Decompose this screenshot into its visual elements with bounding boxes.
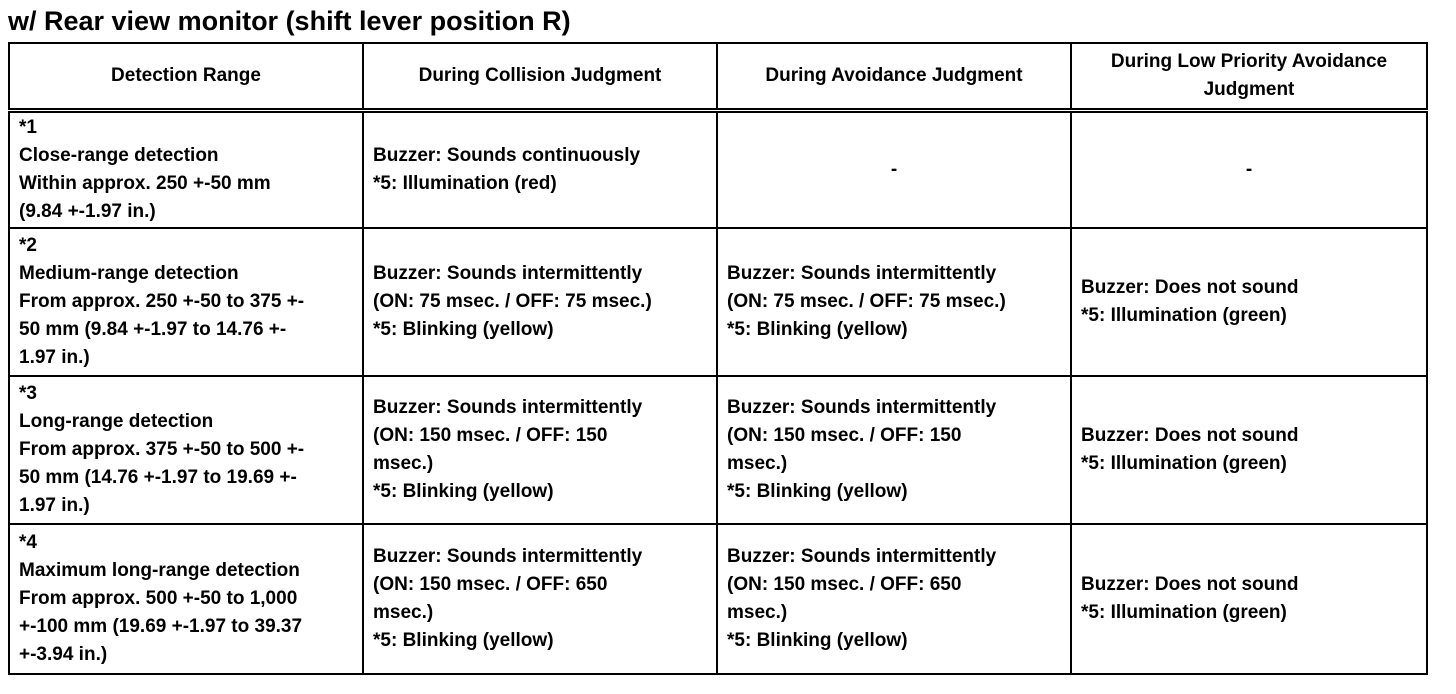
timing-text: (ON: 75 msec. / OFF: 75 msec.) bbox=[373, 291, 652, 312]
range-text: (9.84 +-1.97 in.) bbox=[19, 201, 156, 222]
avoidance-cell: Buzzer: Sounds intermittently (ON: 75 ms… bbox=[716, 227, 1072, 377]
range-cell: *4 Maximum long-range detection From app… bbox=[8, 523, 364, 675]
avoidance-cell: - bbox=[716, 109, 1072, 229]
timing-text: msec.) bbox=[727, 453, 788, 474]
timing-text: msec.) bbox=[373, 602, 434, 623]
low-priority-cell: Buzzer: Does not sound *5: Illumination … bbox=[1070, 227, 1428, 377]
header-detection-range: Detection Range bbox=[8, 42, 364, 113]
buzzer-text: Buzzer: Does not sound bbox=[1081, 277, 1299, 298]
range-text: From approx. 375 +-50 to 500 +- bbox=[19, 439, 305, 460]
range-cell: *1 Close-range detection Within approx. … bbox=[8, 109, 364, 229]
collision-cell: Buzzer: Sounds intermittently (ON: 75 ms… bbox=[362, 227, 718, 377]
range-id: *1 bbox=[19, 117, 37, 138]
range-id: *4 bbox=[19, 532, 37, 553]
range-text: From approx. 500 +-50 to 1,000 bbox=[19, 588, 298, 609]
timing-text: (ON: 150 msec. / OFF: 150 bbox=[373, 425, 608, 446]
timing-text: (ON: 150 msec. / OFF: 150 bbox=[727, 425, 962, 446]
timing-text: (ON: 150 msec. / OFF: 650 bbox=[727, 574, 962, 595]
indicator-text: *5: Blinking (yellow) bbox=[373, 481, 554, 502]
indicator-text: *5: Illumination (green) bbox=[1081, 453, 1287, 474]
range-id: *3 bbox=[19, 383, 37, 404]
indicator-text: *5: Illumination (green) bbox=[1081, 602, 1287, 623]
timing-text: msec.) bbox=[373, 453, 434, 474]
table-row: *2 Medium-range detection From approx. 2… bbox=[8, 227, 1428, 377]
buzzer-text: Buzzer: Does not sound bbox=[1081, 574, 1299, 595]
collision-cell: Buzzer: Sounds continuously *5: Illumina… bbox=[362, 109, 718, 229]
range-text: 1.97 in.) bbox=[19, 495, 90, 516]
collision-cell: Buzzer: Sounds intermittently (ON: 150 m… bbox=[362, 523, 718, 675]
range-name: Maximum long-range detection bbox=[19, 560, 300, 581]
table-row: *3 Long-range detection From approx. 375… bbox=[8, 375, 1428, 525]
low-priority-cell: - bbox=[1070, 109, 1428, 229]
avoidance-cell: Buzzer: Sounds intermittently (ON: 150 m… bbox=[716, 375, 1072, 525]
header-collision-judgment: During Collision Judgment bbox=[362, 42, 718, 113]
table-row: *1 Close-range detection Within approx. … bbox=[8, 109, 1428, 229]
range-text: Within approx. 250 +-50 mm bbox=[19, 173, 271, 194]
indicator-text: *5: Blinking (yellow) bbox=[727, 319, 908, 340]
header-row: Detection Range During Collision Judgmen… bbox=[8, 42, 1428, 113]
range-text: 50 mm (14.76 +-1.97 to 19.69 +- bbox=[19, 467, 297, 488]
range-id: *2 bbox=[19, 235, 37, 256]
table-row: *4 Maximum long-range detection From app… bbox=[8, 523, 1428, 675]
buzzer-text: Buzzer: Sounds intermittently bbox=[727, 546, 997, 567]
range-cell: *3 Long-range detection From approx. 375… bbox=[8, 375, 364, 525]
range-text: +-100 mm (19.69 +-1.97 to 39.37 bbox=[19, 616, 303, 637]
collision-cell: Buzzer: Sounds intermittently (ON: 150 m… bbox=[362, 375, 718, 525]
indicator-text: *5: Blinking (yellow) bbox=[727, 630, 908, 651]
header-avoidance-judgment: During Avoidance Judgment bbox=[716, 42, 1072, 113]
page-title: w/ Rear view monitor (shift lever positi… bbox=[8, 6, 571, 36]
low-priority-cell: Buzzer: Does not sound *5: Illumination … bbox=[1070, 523, 1428, 675]
buzzer-text: Buzzer: Sounds intermittently bbox=[727, 397, 997, 418]
timing-text: msec.) bbox=[727, 602, 788, 623]
range-text: +-3.94 in.) bbox=[19, 644, 108, 665]
indicator-text: *5: Illumination (green) bbox=[1081, 305, 1287, 326]
range-text: From approx. 250 +-50 to 375 +- bbox=[19, 291, 305, 312]
indicator-text: *5: Illumination (red) bbox=[373, 173, 557, 194]
timing-text: (ON: 75 msec. / OFF: 75 msec.) bbox=[727, 291, 1006, 312]
buzzer-text: Buzzer: Sounds intermittently bbox=[373, 546, 643, 567]
avoidance-cell: Buzzer: Sounds intermittently (ON: 150 m… bbox=[716, 523, 1072, 675]
indicator-text: *5: Blinking (yellow) bbox=[373, 630, 554, 651]
header-low-priority-judgment: During Low Priority Avoidance Judgment bbox=[1070, 42, 1428, 113]
low-priority-cell: Buzzer: Does not sound *5: Illumination … bbox=[1070, 375, 1428, 525]
buzzer-text: Buzzer: Sounds intermittently bbox=[727, 263, 997, 284]
indicator-text: *5: Blinking (yellow) bbox=[727, 481, 908, 502]
range-text: 1.97 in.) bbox=[19, 347, 90, 368]
timing-text: (ON: 150 msec. / OFF: 650 bbox=[373, 574, 608, 595]
range-text: 50 mm (9.84 +-1.97 to 14.76 +- bbox=[19, 319, 287, 340]
buzzer-text: Buzzer: Sounds continuously bbox=[373, 145, 641, 166]
range-name: Close-range detection bbox=[19, 145, 219, 166]
range-name: Long-range detection bbox=[19, 411, 214, 432]
buzzer-text: Buzzer: Sounds intermittently bbox=[373, 263, 643, 284]
buzzer-text: Buzzer: Does not sound bbox=[1081, 425, 1299, 446]
indicator-text: *5: Blinking (yellow) bbox=[373, 319, 554, 340]
detection-table: Detection Range During Collision Judgmen… bbox=[8, 42, 1428, 675]
range-cell: *2 Medium-range detection From approx. 2… bbox=[8, 227, 364, 377]
range-name: Medium-range detection bbox=[19, 263, 239, 284]
buzzer-text: Buzzer: Sounds intermittently bbox=[373, 397, 643, 418]
